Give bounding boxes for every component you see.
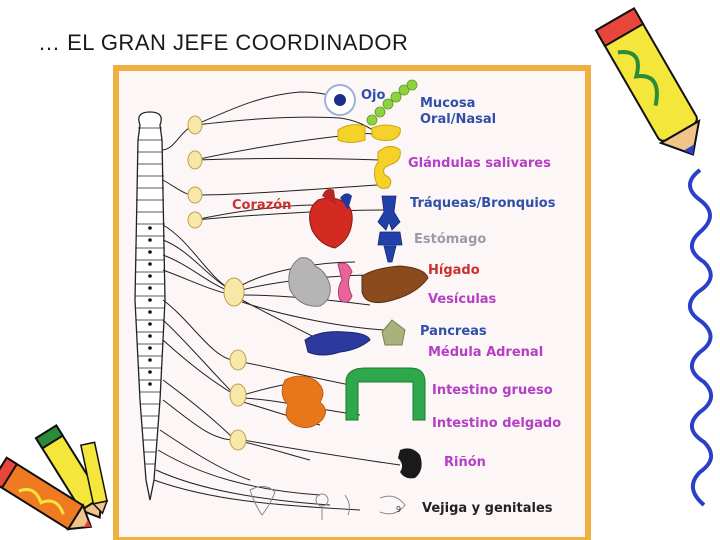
label-pancreas: Pancreas bbox=[420, 324, 487, 339]
slide-title: … EL GRAN JEFE COORDINADOR bbox=[38, 30, 409, 55]
label-corazon: Corazón bbox=[232, 198, 291, 213]
mucosa-icon bbox=[366, 79, 418, 126]
nasal-mucosa-icon bbox=[337, 124, 366, 143]
label-oral-nasal: Oral/Nasal bbox=[420, 112, 496, 127]
label-estomago: Estómago bbox=[414, 232, 486, 247]
label-mucosa: Mucosa bbox=[420, 96, 475, 111]
label-intestino-grueso: Intestino grueso bbox=[432, 383, 553, 398]
reproductive-organs-icon bbox=[249, 486, 406, 520]
label-medula-adrenal: Médula Adrenal bbox=[428, 345, 543, 360]
spinal-cord bbox=[134, 111, 166, 501]
oral-mucosa-icon bbox=[371, 124, 401, 141]
heart-icon bbox=[309, 188, 353, 249]
large-intestine-icon bbox=[345, 367, 426, 421]
label-ojo: Ojo bbox=[361, 88, 386, 103]
salivary-glands-icon bbox=[373, 146, 401, 189]
kidney-icon bbox=[398, 448, 422, 479]
label-glandulas-salivares: Glándulas salivares bbox=[408, 156, 551, 171]
pencil-icon bbox=[594, 7, 701, 156]
pencils-icon bbox=[0, 424, 109, 531]
stomach-icon bbox=[288, 257, 331, 307]
small-number-label: 9 bbox=[396, 505, 401, 514]
liver-icon bbox=[361, 265, 429, 303]
gallbladder-icon bbox=[337, 262, 353, 303]
eye-icon bbox=[324, 84, 356, 116]
label-traqueas-bronquios: Tráqueas/Bronquios bbox=[410, 196, 556, 211]
label-intestino-delgado: Intestino delgado bbox=[432, 416, 561, 431]
diagram-panel bbox=[113, 65, 591, 540]
adrenal-icon bbox=[381, 319, 406, 346]
label-rinon: Riñón bbox=[444, 455, 486, 470]
trachea-bronchi-icon bbox=[377, 195, 403, 263]
pancreas-icon bbox=[304, 331, 371, 356]
small-intestine-icon bbox=[281, 375, 326, 428]
label-higado: Hígado bbox=[428, 263, 480, 278]
squiggle-line bbox=[688, 168, 713, 507]
ganglia bbox=[187, 115, 247, 451]
label-vesiculas: Vesículas bbox=[428, 292, 497, 307]
label-vejiga-genitales: Vejiga y genitales bbox=[422, 501, 553, 516]
